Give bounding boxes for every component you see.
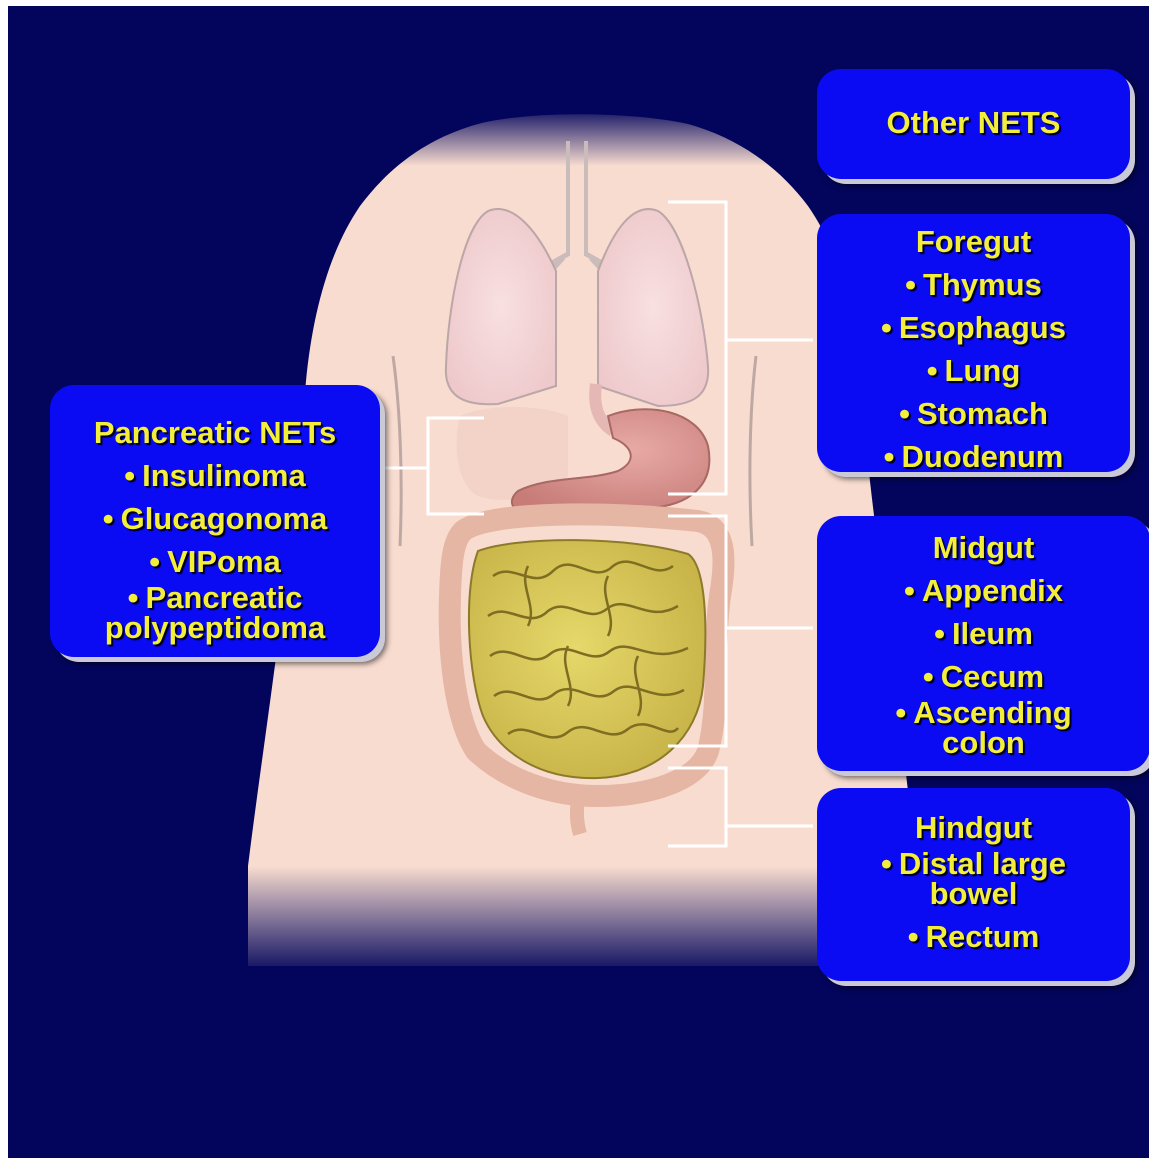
list-item: •Duodenum [817,435,1130,478]
rectum [577,791,580,834]
diagram-canvas: Other NETS Foregut •Thymus •Esophagus •L… [8,6,1149,1158]
list-item: •Cecum [817,655,1149,698]
list-item: •Rectum [817,915,1130,958]
list-item: •Stomach [817,392,1130,435]
other-nets-title: Other NETS [817,105,1130,141]
pancreatic-nets-box: Pancreatic NETs •Insulinoma •Glucagonoma… [50,385,380,657]
hindgut-list: •Distal large bowel •Rectum [817,849,1130,958]
foregut-list: •Thymus •Esophagus •Lung •Stomach •Duode… [817,263,1130,478]
list-item: •Insulinoma [50,454,380,497]
midgut-list: •Appendix •Ileum •Cecum •Ascending colon [817,569,1149,764]
midgut-box: Midgut •Appendix •Ileum •Cecum •Ascendin… [817,516,1149,771]
foregut-box: Foregut •Thymus •Esophagus •Lung •Stomac… [817,214,1130,472]
hindgut-title: Hindgut [817,806,1130,849]
list-item: •Esophagus [817,306,1130,349]
small-intestine [469,540,705,778]
list-item: •Ascending colon [817,698,1149,764]
list-item: •Pancreatic polypeptidoma [50,583,380,649]
hindgut-box: Hindgut •Distal large bowel •Rectum [817,788,1130,981]
list-item: •Thymus [817,263,1130,306]
list-item: •VIPoma [50,540,380,583]
list-item: •Lung [817,349,1130,392]
pancreatic-nets-title: Pancreatic NETs [50,411,380,454]
list-item: •Ileum [817,612,1149,655]
list-item: •Glucagonoma [50,497,380,540]
other-nets-box: Other NETS [817,69,1130,179]
list-item: •Appendix [817,569,1149,612]
list-item: •Distal large bowel [817,849,1130,915]
pancreatic-list: •Insulinoma •Glucagonoma •VIPoma •Pancre… [50,454,380,649]
foregut-title: Foregut [817,220,1130,263]
midgut-title: Midgut [817,526,1149,569]
